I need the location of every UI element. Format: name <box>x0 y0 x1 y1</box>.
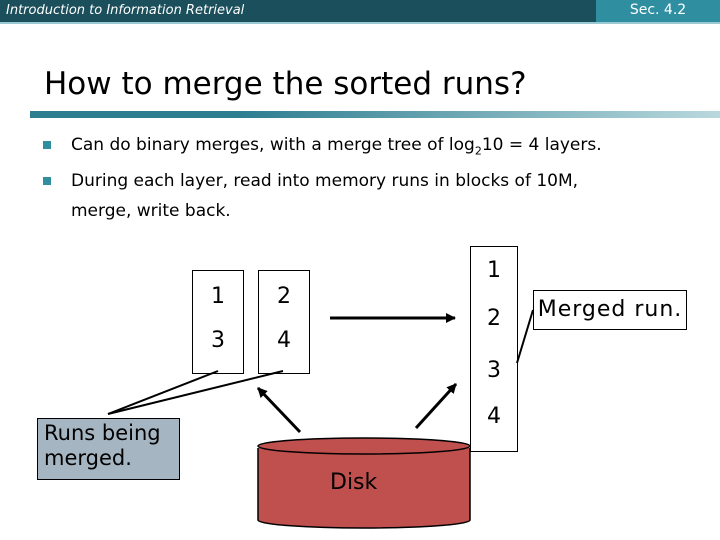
bullet-text-continued: merge, write back. <box>71 201 231 222</box>
runs-label-connector <box>107 370 219 415</box>
bullet-item: Can do binary merges, with a merge tree … <box>40 130 710 166</box>
header-divider <box>0 22 720 24</box>
merged-label-connector <box>516 309 534 364</box>
runs-label-line: merged. <box>44 446 132 470</box>
bullet-item: During each layer, read into memory runs… <box>40 166 710 226</box>
title-rule <box>30 111 720 118</box>
bullet-subscript: 2 <box>474 144 482 158</box>
merged-value: 4 <box>487 404 501 429</box>
disk-read-arrow <box>256 386 302 434</box>
merged-run-label: Merged run. <box>533 290 687 330</box>
bullet-text-end: 10 = 4 layers. <box>481 135 602 155</box>
runs-label-connector <box>107 370 284 415</box>
merged-run-column: 1 2 3 4 <box>470 246 518 452</box>
disk-label: Disk <box>330 470 378 495</box>
run-value: 3 <box>211 328 225 353</box>
slide-title: How to merge the sorted runs? <box>44 66 527 102</box>
section-badge: Sec. 4.2 <box>596 0 720 22</box>
bullet-square-icon <box>43 177 51 186</box>
bullet-list: Can do binary merges, with a merge tree … <box>40 130 710 226</box>
run-block-right: 2 4 <box>258 270 310 374</box>
run-block-left: 1 3 <box>192 270 244 374</box>
runs-being-merged-label: Runs being merged. <box>37 418 180 480</box>
course-title: Introduction to Information Retrieval <box>6 3 245 18</box>
header-bar: Introduction to Information Retrieval <box>0 0 720 22</box>
run-value: 1 <box>211 284 225 309</box>
bullet-text: During each layer, read into memory runs… <box>71 171 579 192</box>
run-value: 2 <box>277 284 291 309</box>
run-value: 4 <box>277 328 291 353</box>
bullet-square-icon <box>43 141 51 149</box>
runs-label-line: Runs being <box>44 421 161 445</box>
merged-value: 1 <box>487 258 501 283</box>
merged-value: 2 <box>487 306 501 331</box>
disk-body <box>257 448 471 529</box>
merged-value: 3 <box>487 358 501 383</box>
disk-top <box>257 437 471 455</box>
disk-write-arrow <box>414 382 458 430</box>
bullet-text: Can do binary merges, with a merge tree … <box>71 135 475 155</box>
